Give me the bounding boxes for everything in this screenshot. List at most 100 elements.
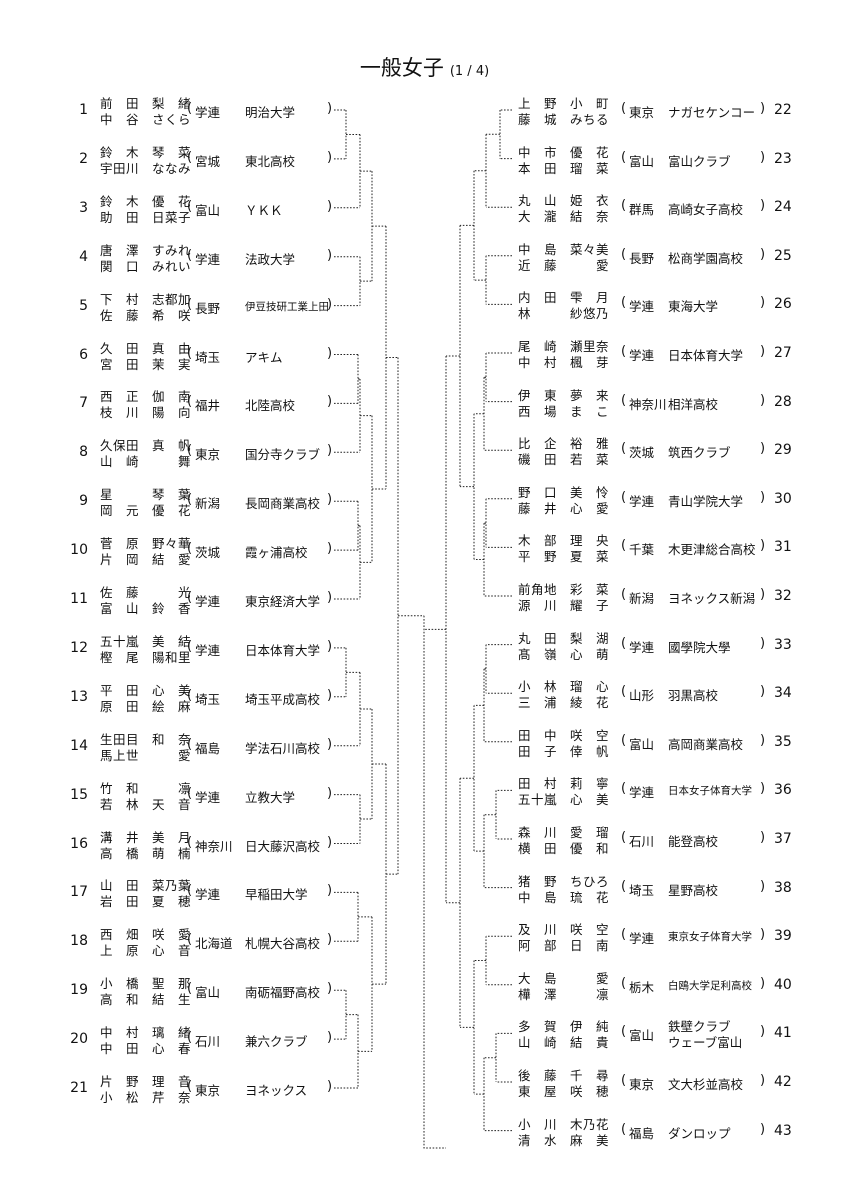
prefecture: 千葉 (629, 542, 655, 558)
player-name: 唐 澤 すみれ (100, 242, 192, 258)
affiliation: ＹＫＫ (245, 202, 283, 218)
player-name: 前 田 梨 緒 (100, 96, 192, 111)
draw-number: 18 (70, 933, 88, 950)
paren-close: ) (760, 1121, 766, 1137)
paren-open: ( (187, 687, 193, 703)
paren-close: ) (327, 590, 333, 605)
paren-close: ) (760, 538, 766, 554)
player-name: 高 和 結 生 (100, 992, 192, 1008)
player-name: 岩 田 夏 穂 (100, 894, 192, 910)
affiliation: 東海大学 (668, 299, 719, 315)
paren-open: ( (187, 932, 193, 948)
paren-open: ( (187, 394, 193, 410)
prefecture: 埼玉 (195, 691, 221, 707)
paren-close: ) (327, 541, 333, 557)
prefecture: 埼玉 (195, 349, 221, 365)
paren-close: ) (760, 149, 766, 165)
player-name: 藤 城 みちる (518, 112, 610, 127)
paren-open: ( (621, 295, 627, 311)
draw-number: 31 (774, 539, 792, 556)
paren-open: ( (187, 638, 193, 654)
paren-open: ( (187, 296, 193, 312)
paren-close: ) (760, 635, 766, 651)
prefecture: 富山 (629, 153, 655, 169)
prefecture: 山形 (629, 688, 655, 704)
paren-close: ) (760, 198, 766, 214)
paren-open: ( (187, 443, 193, 459)
player-name: 山 田 菜乃葉 (100, 878, 192, 894)
paren-close: ) (327, 736, 333, 752)
affiliation: 鉄壁クラブ (668, 1019, 731, 1035)
player-name: 平 野 夏 菜 (518, 549, 610, 565)
prefecture: 埼玉 (629, 882, 655, 898)
paren-close: ) (327, 101, 333, 116)
draw-entry: 森 川 愛 瑠横 田 優 和(石川能登高校)37 (518, 822, 798, 856)
prefecture: 富山 (195, 202, 221, 218)
paren-close: ) (327, 785, 333, 801)
prefecture: 学連 (629, 493, 655, 509)
paren-close: ) (760, 489, 766, 505)
affiliation: 北陸高校 (245, 398, 296, 414)
paren-open: ( (621, 441, 627, 457)
player-name: 五十嵐 美 結 (100, 633, 192, 649)
draw-number: 10 (70, 542, 88, 559)
affiliation: 長岡商業高校 (245, 496, 321, 512)
player-name: 生田目 和 奈 (100, 731, 192, 747)
affiliation: 東京経済大学 (245, 594, 321, 609)
prefecture: 東京 (195, 447, 221, 463)
affiliation: 霞ヶ浦高校 (245, 545, 308, 561)
draw-number: 3 (79, 199, 88, 216)
draw-number: 11 (70, 591, 88, 607)
paren-open: ( (187, 492, 193, 508)
player-name: 中 村 楓 芽 (518, 355, 610, 370)
paren-close: ) (760, 344, 766, 359)
paren-close: ) (760, 392, 766, 408)
draw-entry: 小 林 瑠 心三 浦 綾 花(山形羽黒高校)34 (518, 676, 798, 710)
player-name: 田 子 倖 帆 (518, 743, 610, 759)
paren-open: ( (621, 878, 627, 894)
prefecture: 富山 (629, 736, 655, 752)
player-name: 内 田 雫 月 (518, 290, 610, 306)
player-name: 西 場 ま こ (518, 403, 610, 419)
player-name: 佐 藤 希 咲 (100, 307, 192, 323)
draw-number: 21 (70, 1080, 88, 1096)
prefecture: 新潟 (629, 591, 655, 606)
paren-close: ) (327, 247, 333, 263)
paren-open: ( (621, 1024, 627, 1040)
prefecture: 福井 (195, 398, 221, 414)
paren-close: ) (327, 1030, 333, 1046)
paren-open: ( (187, 590, 193, 605)
paren-close: ) (327, 443, 333, 459)
draw-entry: 木 部 理 央平 野 夏 菜(千葉木更津総合高校)31 (518, 530, 798, 564)
draw-entry: 伊 東 夢 来西 場 ま こ(神奈川相洋高校)28 (518, 385, 798, 419)
draw-entry: 尾 崎 瀬里奈中 村 楓 芽(学連日本体育大学)27 (518, 336, 798, 370)
paren-close: ) (327, 687, 333, 703)
title-text: 一般女子 (359, 56, 444, 80)
prefecture: 学連 (195, 887, 221, 903)
affiliation: 高岡商業高校 (668, 736, 744, 752)
player-name: 鈴 木 琴 菜 (100, 144, 192, 160)
draw-number: 23 (774, 150, 792, 167)
prefecture: 茨城 (629, 445, 655, 461)
affiliation: 法政大学 (245, 251, 296, 267)
player-name: 中 谷 さくら (100, 112, 192, 127)
title-page-indicator: (1 / 4) (449, 64, 490, 79)
draw-number: 27 (774, 345, 792, 361)
prefecture: 学連 (195, 642, 221, 658)
prefecture: 学連 (195, 594, 221, 609)
paren-close: ) (760, 1073, 766, 1088)
prefecture: 長野 (629, 250, 655, 266)
draw-number: 25 (774, 247, 792, 264)
paren-close: ) (760, 587, 766, 602)
player-name: 山 崎 結 貴 (518, 1035, 610, 1051)
player-name: 宇田川 ななみ (100, 160, 192, 176)
player-name: 若 林 天 音 (100, 796, 192, 812)
player-name: 星 琴 葉 (100, 487, 192, 503)
